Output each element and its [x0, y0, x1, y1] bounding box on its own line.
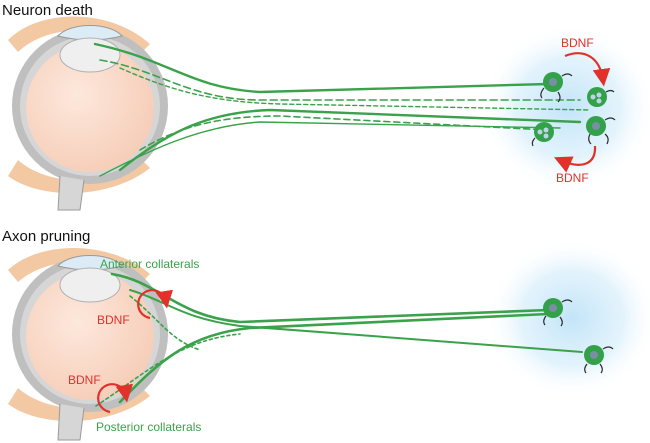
- target-region-glow: [486, 238, 650, 398]
- optic-nerve: [58, 176, 84, 210]
- posterior-collaterals-label: Posterior collaterals: [96, 420, 201, 434]
- eye-top: [8, 16, 168, 210]
- bdnf-label-bottom-1: BDNF: [97, 313, 130, 327]
- lens: [60, 268, 120, 302]
- bdnf-label-bottom-2: BDNF: [68, 373, 101, 387]
- bdnf-label-top-1: BDNF: [561, 36, 594, 50]
- bdnf-label-top-2: BDNF: [556, 171, 589, 185]
- panel-neuron-death: BDNF BDNF: [8, 16, 650, 210]
- optic-nerve: [58, 404, 84, 440]
- anterior-collaterals-label: Anterior collaterals: [100, 257, 199, 271]
- lens: [60, 38, 120, 72]
- panel-axon-pruning: Anterior collaterals BDNF BDNF Posterior…: [8, 238, 650, 440]
- eye-bottom: [8, 248, 168, 440]
